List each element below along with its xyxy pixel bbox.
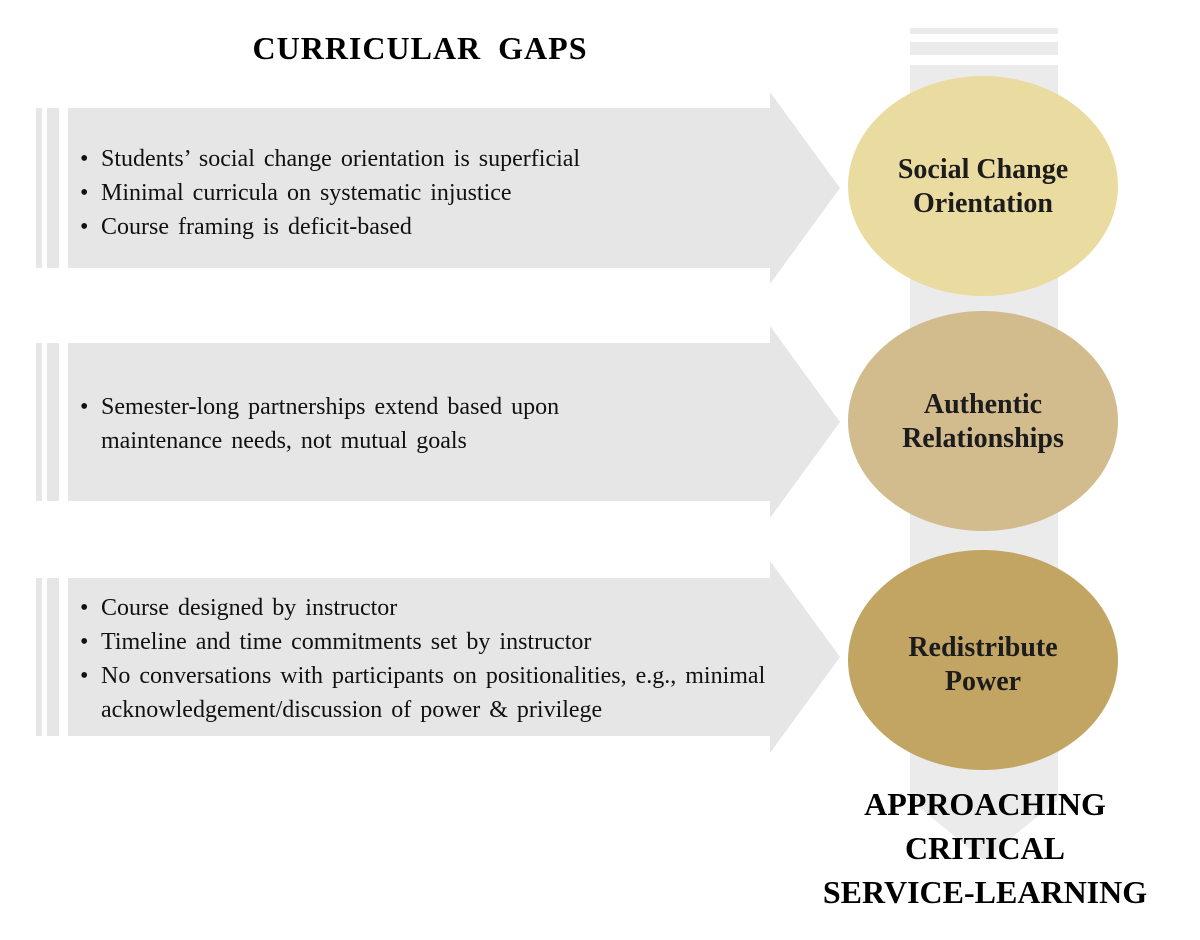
arrow-stripe (36, 108, 42, 268)
circle-label-line: Orientation (913, 188, 1053, 219)
circle-label-authentic-relationships: Authentic Relationships (860, 388, 1106, 456)
gap-list-2: Semester-long partnerships extend based … (80, 390, 640, 458)
bottom-title-line: CRITICAL (904, 830, 1066, 866)
list-item: Course framing is deficit-based (80, 210, 580, 244)
vertical-arrow-stripe (910, 28, 1058, 34)
circle-label-social-change: Social Change Orientation (860, 153, 1106, 221)
arrow-stripe (47, 343, 59, 501)
circle-label-line: Redistribute (908, 632, 1058, 663)
circle-label-line: Relationships (902, 423, 1064, 454)
bottom-title-line: APPROACHING (864, 786, 1106, 822)
list-item: Semester-long partnerships extend based … (80, 390, 640, 458)
circle-authentic-relationships (848, 311, 1118, 531)
bottom-title-line: SERVICE-LEARNING (822, 874, 1148, 910)
list-item: Students’ social change orientation is s… (80, 142, 580, 176)
circle-label-redistribute-power: Redistribute Power (860, 631, 1106, 699)
curricular-gaps-title: CURRICULAR GAPS (252, 30, 588, 66)
gap-list-1: Students’ social change orientation is s… (80, 142, 580, 244)
list-item: Course designed by instructor (80, 591, 790, 625)
arrow-stripe (36, 343, 42, 501)
list-item: Minimal curricula on systematic injustic… (80, 176, 580, 210)
list-item: Timeline and time commitments set by ins… (80, 625, 790, 659)
circle-social-change (848, 76, 1118, 296)
circle-label-line: Power (944, 666, 1022, 697)
list-item: No conversations with participants on po… (80, 659, 790, 727)
vertical-arrow-stripe (910, 42, 1058, 55)
arrow-stripe (47, 108, 59, 268)
circle-label-line: Authentic (923, 389, 1043, 420)
circle-redistribute-power (848, 550, 1118, 770)
circle-label-line: Social Change (897, 154, 1069, 185)
approaching-csl-title: APPROACHING CRITICAL SERVICE-LEARNING (780, 782, 1190, 914)
arrow-stripe (36, 578, 42, 736)
arrow-stripe (47, 578, 59, 736)
gap-list-3: Course designed by instructor Timeline a… (80, 591, 790, 727)
